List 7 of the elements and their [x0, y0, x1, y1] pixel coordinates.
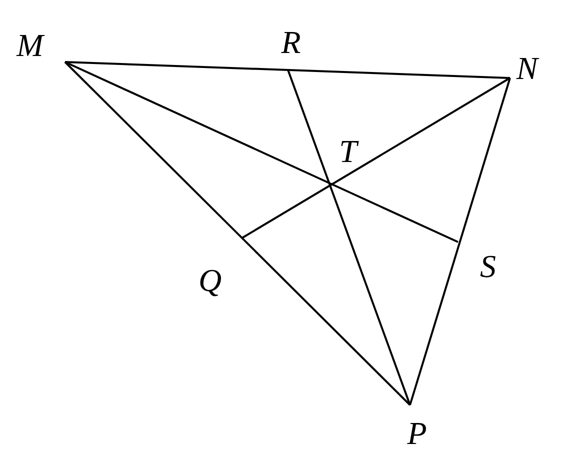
point-label: P [407, 417, 427, 449]
point-label: N [516, 52, 538, 84]
point-label: T [339, 135, 357, 167]
point-label: M [16, 29, 44, 61]
point-label: Q [198, 264, 222, 296]
point-label: R [281, 26, 301, 58]
point-label: S [480, 250, 496, 282]
